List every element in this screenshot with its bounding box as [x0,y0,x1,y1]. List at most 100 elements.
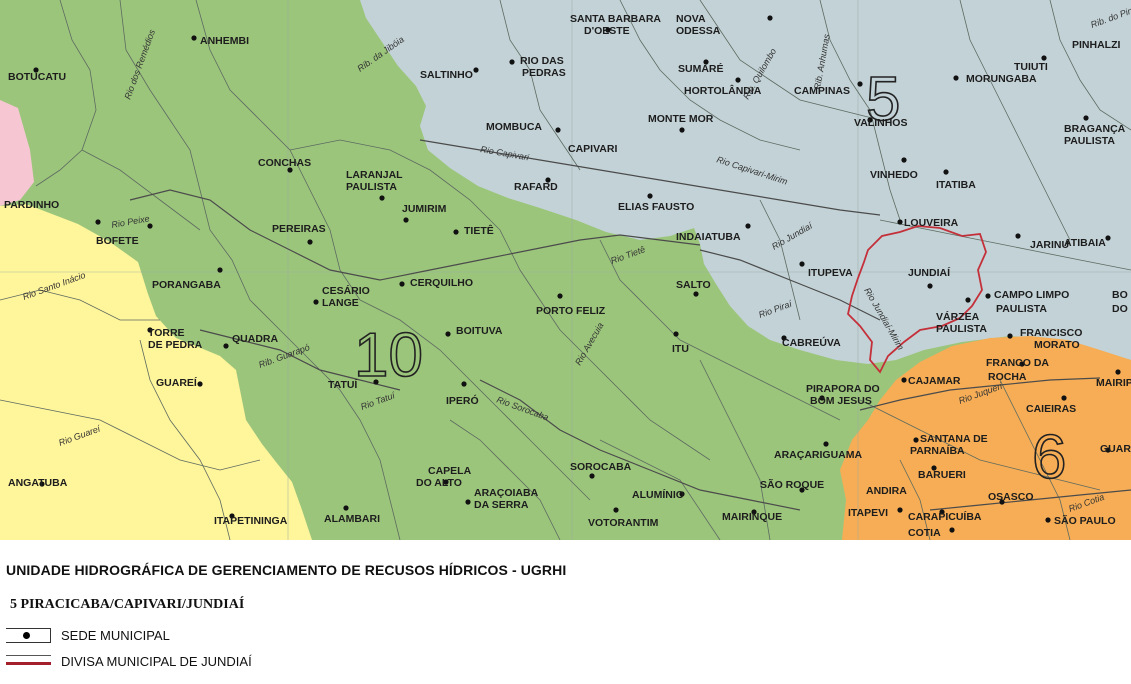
city-label: ELIAS FAUSTO [618,201,694,213]
city-label: LANGE [322,297,359,309]
city-dots [33,15,1121,533]
city-label: ANDIRA [866,485,907,497]
city-label: JUMIRIM [402,203,447,215]
red-line-icon [6,653,51,669]
city-label: ATIBAIA [1064,237,1106,249]
city-label: ITAPEVI [848,507,888,519]
ugrhi-map: 5 10 6 BOTUCATU ANHEMBI SALTINHO RIO DAS [0,0,1131,540]
city-label: CAIEIRAS [1026,403,1076,415]
city-label: PAULISTA [996,303,1047,315]
region-number-5: 5 [866,65,900,134]
map-legend: UNIDADE HIDROGRÁFICA DE GERENCIAMENTO DE… [0,540,1131,684]
region-pink-area [0,100,34,206]
city-label: MAIRINQUE [722,511,782,523]
city-label: RAFARD [514,181,558,193]
city-label: VINHEDO [870,169,918,181]
city-label: CAPIVARI [568,143,617,155]
city-label: RIO DAS [520,55,564,67]
city-label: BRAGANÇA [1064,123,1126,135]
legend-item-label: DIVISA MUNICIPAL DE JUNDIAÍ [61,653,252,669]
city-label: CAJAMAR [908,375,961,387]
city-label: FRANCO DA [986,357,1049,369]
city-label: SÃO ROQUE [760,478,824,491]
legend-title: UNIDADE HIDROGRÁFICA DE GERENCIAMENTO DE… [6,562,567,578]
city-label: PIRAPORA DO [806,383,880,395]
rivers [129,139,1131,511]
city-label: TIETÊ [464,224,494,237]
city-label: ITUPEVA [808,267,853,279]
city-label: QUADRA [232,333,278,345]
city-label: SALTO [676,279,711,291]
region-5-area [360,0,1131,364]
city-label: ITAPETININGA [214,515,288,527]
city-label: CAPELA [428,465,472,477]
city-label: HORTOLÂNDIA [684,84,762,97]
city-label: IPERÓ [446,394,479,407]
city-label: ALUMÍNIO [632,488,684,501]
city-label: SALTINHO [420,69,473,81]
city-label: SANTANA DE [920,433,988,445]
city-label: SUMARÉ [678,62,724,75]
city-label: CABREÚVA [782,336,841,349]
region-6-area [840,336,1131,540]
city-label: JARINU [1030,239,1069,251]
legend-item-label: SEDE MUNICIPAL [61,627,170,643]
city-label: CAMPO LIMPO [994,289,1069,301]
city-label: DO ALTO [416,477,462,489]
city-label: DE PEDRA [148,339,203,351]
city-label: NOVA [676,13,706,25]
municipal-boundaries [0,0,1131,540]
city-label: SANTA BARBARA [570,13,661,25]
city-label: CONCHAS [258,157,311,169]
city-label: CARAPICUÍBA [908,510,982,523]
city-label: PAULISTA [936,323,987,335]
city-label: GUAR [1100,443,1131,455]
city-label: CAMPINAS [794,85,850,97]
city-label: TUIUTI [1014,61,1048,73]
city-label: MAIRIP [1096,377,1131,389]
city-labels: BOTUCATU ANHEMBI SALTINHO RIO DAS PEDRAS… [4,13,1131,539]
city-label: DO [1112,303,1128,315]
city-label: ITATIBA [936,179,976,191]
city-label: ROCHA [988,371,1027,383]
city-label: ITU [672,343,689,355]
city-label: OSASCO [988,491,1034,503]
city-label: ANGATUBA [8,477,68,489]
city-label: PARNAÍBA [910,444,965,457]
legend-subtitle: 5 PIRACICABA/CAPIVARI/JUNDIAÍ [10,597,245,612]
city-label: LOUVEIRA [904,217,959,229]
city-label: PARDINHO [4,199,59,211]
city-label: VÁRZEA [936,310,980,323]
city-label: BO [1112,289,1128,301]
city-label: BOTUCATU [8,71,66,83]
city-label: COTIA [908,527,941,539]
city-label: PINHALZI [1072,39,1120,51]
legend-item-jundiai-boundary: DIVISA MUNICIPAL DE JUNDIAÍ [6,652,252,670]
city-label: ANHEMBI [200,35,249,47]
city-label: VOTORANTIM [588,517,659,529]
city-label: FRANCISCO [1020,327,1082,339]
city-label: PAULISTA [346,181,397,193]
city-label: PORANGABA [152,279,221,291]
city-label: LARANJAL [346,169,403,181]
city-label: TORRE [148,327,185,339]
city-label: DA SERRA [474,499,529,511]
city-label: VALINHOS [854,117,907,129]
graticule [0,0,1131,540]
jundiai-boundary [847,225,987,374]
city-label: CERQUILHO [410,277,473,289]
city-label: D'OESTE [584,25,630,37]
city-label: CESÁRIO [322,284,370,297]
region-number-10: 10 [354,321,423,390]
city-label: ALAMBARI [324,513,380,525]
city-label: BOITUVA [456,325,503,337]
legend-item-municipal-seat: SEDE MUNICIPAL [6,626,170,644]
city-label: PEREIRAS [272,223,326,235]
city-label: BOFETE [96,235,139,247]
city-label: SOROCABA [570,461,632,473]
city-label: PEDRAS [522,67,566,79]
city-label: SÃO PAULO [1054,514,1116,527]
city-label: MORUNGABA [966,73,1037,85]
city-label: MOMBUCA [486,121,542,133]
city-label: INDAIATUBA [676,231,741,243]
